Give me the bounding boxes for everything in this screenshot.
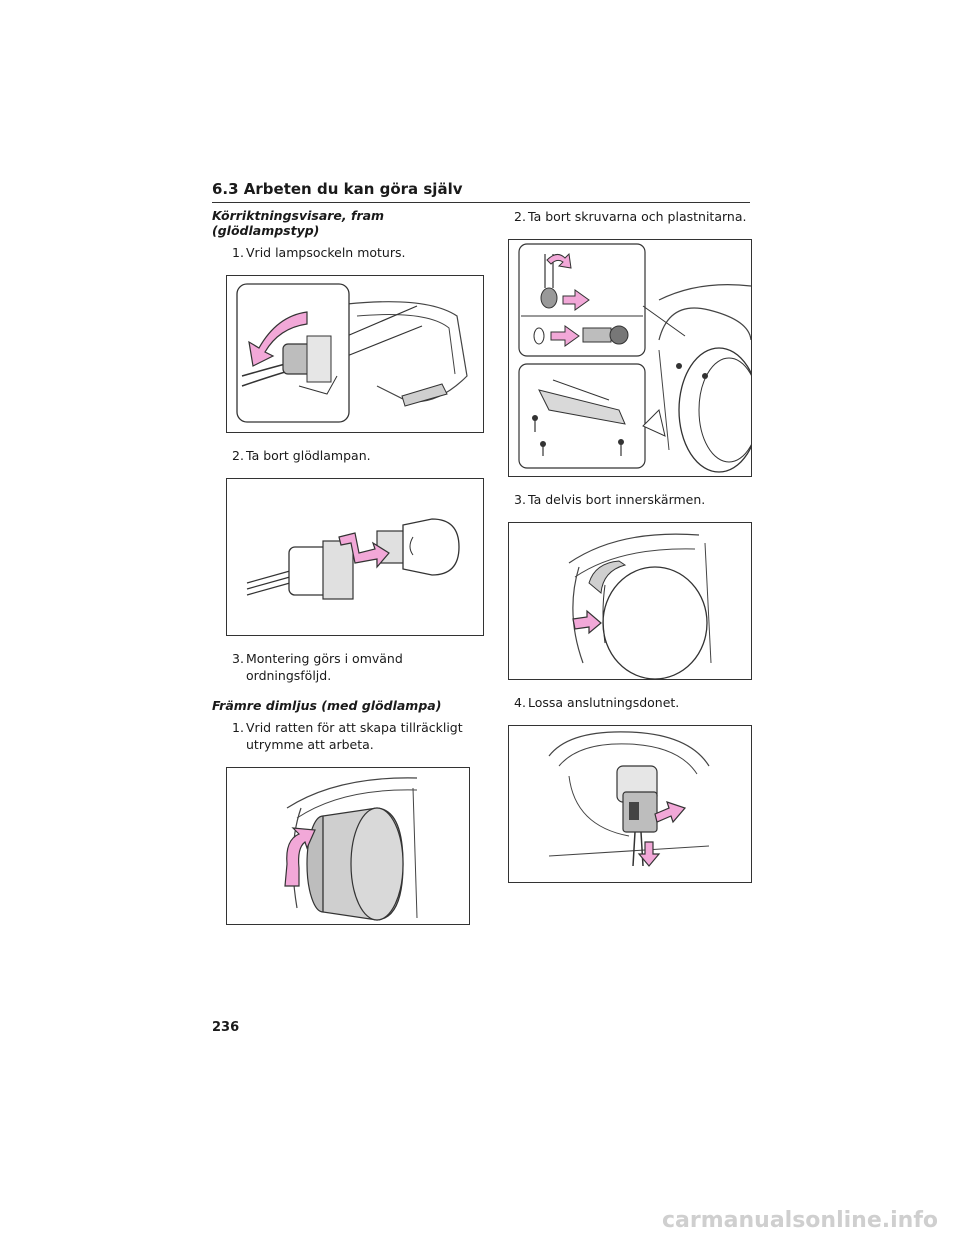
step-number: 3. [232,651,244,666]
heading-fog-light: Främre dimljus (med glödlampa) [212,698,442,713]
page-number: 236 [212,1020,240,1035]
step-number: 4. [514,695,526,710]
step-2-remove-bulb: 2. Ta bort glödlampan. [212,447,482,464]
watermark: carmanualsonline.info [662,1208,938,1233]
step-3-reassemble: 3. Montering görs i omvänd ordningsföljd… [212,650,482,684]
figure-turn-wheel [226,767,470,925]
step-text: Ta bort skruvarna och plastnitarna. [528,209,747,224]
step-number: 3. [514,492,526,507]
step-number: 2. [514,209,526,224]
figure-remove-liner [508,522,752,680]
step-1-rotate-socket: 1. Vrid lampsockeln moturs. [212,244,482,261]
step-text: Vrid ratten för att skapa tillräckligt u… [246,720,463,752]
step-text: Vrid lampsockeln moturs. [246,245,406,260]
step-3-remove-liner: 3. Ta delvis bort innerskärmen. [494,491,764,508]
step-4-disconnect-connector: 4. Lossa anslutningsdonet. [494,694,764,711]
section-title: 6.3 Arbeten du kan göra själv [212,180,750,203]
figure-remove-screws [508,239,752,477]
step-number: 1. [232,245,244,260]
figure-remove-bulb [226,478,484,636]
step-number: 2. [232,448,244,463]
step-text: Lossa anslutningsdonet. [528,695,680,710]
right-column: 2. Ta bort skruvarna och plastnitarna. [494,208,764,883]
step-number: 1. [232,720,244,735]
figure-disconnect-connector [508,725,752,883]
heading-turn-signal: Körriktningsvisare, fram (glödlampstyp) [212,208,385,238]
left-column: Körriktningsvisare, fram (glödlampstyp) … [212,208,484,925]
figure-rotate-socket [226,275,484,433]
step-text: Montering görs i omvänd ordningsföljd. [246,651,403,683]
step-2-remove-screws: 2. Ta bort skruvarna och plastnitarna. [494,208,764,225]
step-1-turn-wheel: 1. Vrid ratten för att skapa tillräcklig… [212,719,482,753]
step-text: Ta delvis bort innerskärmen. [528,492,706,507]
step-text: Ta bort glödlampan. [246,448,371,463]
